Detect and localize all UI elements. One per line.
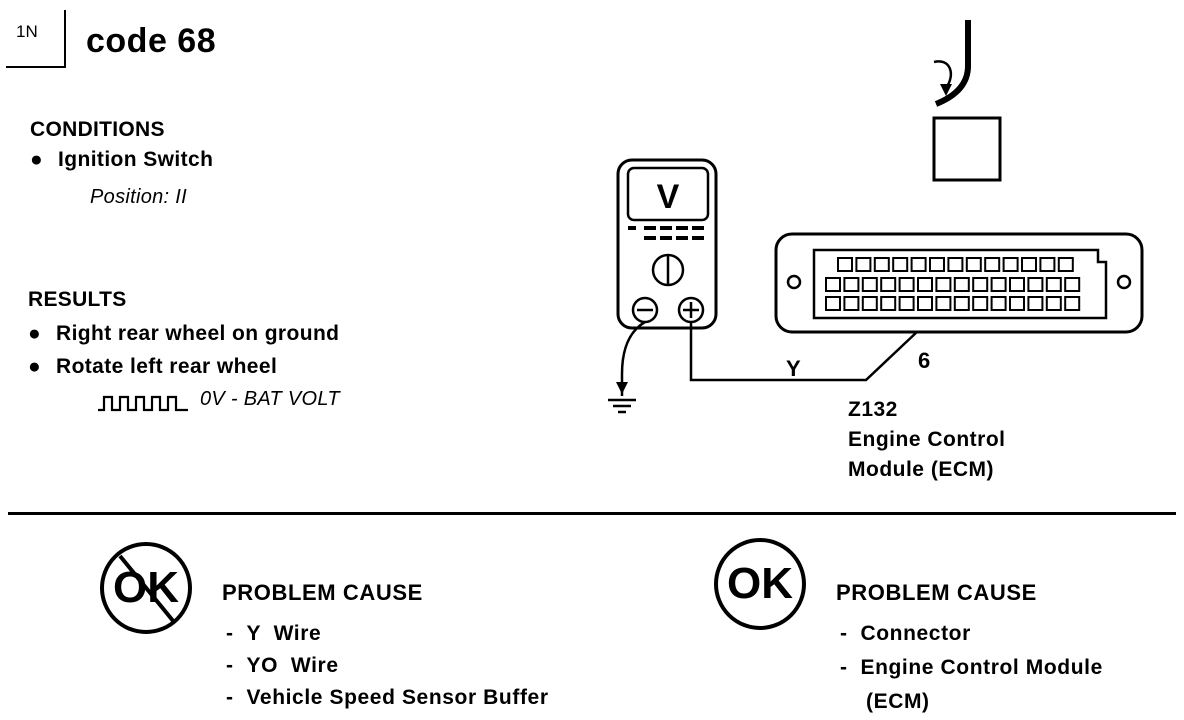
connector-pin	[825, 277, 841, 292]
connector-pin	[917, 277, 933, 292]
connector-pin	[935, 277, 952, 292]
component-name-line1: Engine Control	[848, 428, 1006, 451]
connector-pin	[880, 296, 897, 311]
connector-pin	[1002, 257, 1019, 272]
wire-color-label: Y	[786, 356, 801, 381]
plus-terminal-icon	[677, 296, 705, 324]
cause-item: - Vehicle Speed Sensor Buffer	[226, 686, 549, 709]
bullet-icon: ●	[28, 355, 42, 378]
bullet-icon: ●	[28, 322, 42, 345]
ground-icon	[608, 398, 636, 414]
connector-pin	[965, 257, 982, 272]
connector-pin	[825, 296, 841, 311]
connector-pin	[1027, 296, 1044, 311]
connector-pin	[855, 257, 872, 272]
condition-item: ● Ignition Switch	[30, 148, 213, 172]
step-number: 1N	[16, 22, 38, 41]
ok-label: OK	[727, 559, 793, 608]
dial-icon	[651, 253, 685, 287]
section-divider	[8, 512, 1176, 515]
conditions-heading: CONDITIONS	[30, 118, 165, 141]
result-item: ● Right rear wheel on ground	[28, 322, 339, 346]
result-item-label: Rotate left rear wheel	[56, 355, 278, 378]
strike-icon	[118, 554, 176, 624]
connector-pin	[929, 257, 945, 272]
cause-item-label: Engine Control Module	[860, 656, 1103, 679]
signal-range: 0V - BAT VOLT	[200, 388, 340, 410]
connector-pin	[990, 277, 1007, 292]
connector-pin	[1064, 296, 1081, 311]
minus-terminal-icon	[631, 296, 659, 324]
result-item: ● Rotate left rear wheel	[28, 355, 277, 379]
result-item-label: Right rear wheel on ground	[56, 322, 340, 345]
connector-pin	[1009, 296, 1025, 311]
problem-cause-heading: PROBLEM CAUSE	[222, 580, 423, 605]
connector-pin	[843, 296, 860, 311]
cause-item: - Y Wire	[226, 622, 322, 645]
connector-pin	[880, 277, 897, 292]
connector-pin	[861, 277, 878, 292]
connector-pin	[892, 257, 909, 272]
cause-item-label: Vehicle Speed Sensor Buffer	[246, 686, 549, 709]
condition-item-label: Ignition Switch	[58, 148, 214, 171]
connector-pin	[837, 257, 853, 272]
page-title: code 68	[86, 22, 217, 60]
component-id: Z132	[848, 398, 898, 421]
meter-label: V	[657, 178, 680, 216]
cause-item-label: Connector	[860, 622, 971, 645]
connector-pin	[898, 296, 915, 311]
results-heading: RESULTS	[28, 288, 127, 311]
connector-pin	[898, 277, 915, 292]
connector-pin	[972, 296, 989, 311]
connector-pin	[1064, 277, 1081, 292]
cause-item-label: (ECM)	[866, 690, 930, 713]
pin-number: 6	[918, 348, 930, 373]
connector-pin	[1057, 257, 1074, 272]
ecm-connector	[774, 232, 1144, 334]
component-name-line2: Module (ECM)	[848, 458, 994, 481]
cause-item: - Connector	[840, 622, 971, 645]
connector-pin	[1027, 277, 1044, 292]
connector-pin	[1021, 257, 1037, 272]
connector-pin	[953, 277, 970, 292]
connector-pin	[953, 296, 970, 311]
square-wave-icon	[98, 395, 188, 412]
connector-pin	[947, 257, 964, 272]
cause-item: - YO Wire	[226, 654, 339, 677]
cause-item-label: YO Wire	[246, 654, 339, 677]
connector-pin	[1009, 277, 1025, 292]
cause-item: - Engine Control Module	[840, 656, 1103, 679]
connector-pin	[910, 257, 927, 272]
connector-pin	[861, 296, 878, 311]
back-probe-icon	[932, 20, 1002, 182]
connector-pin	[935, 296, 952, 311]
connector-pin	[972, 277, 989, 292]
connector-pin	[990, 296, 1007, 311]
bullet-icon: ●	[30, 148, 44, 171]
ok-icon: OK	[714, 538, 806, 630]
condition-position: Position: II	[90, 186, 187, 208]
connector-pin	[917, 296, 933, 311]
connector-pin	[1045, 277, 1062, 292]
wiring-diagram: V	[608, 20, 1144, 414]
connector-pin	[1045, 296, 1062, 311]
connector-pin	[984, 257, 1001, 272]
multimeter: V	[616, 158, 718, 330]
problem-cause-heading: PROBLEM CAUSE	[836, 580, 1037, 605]
connector-pin	[1039, 257, 1056, 272]
cause-item-label: Y Wire	[246, 622, 322, 645]
connector-pin	[843, 277, 860, 292]
step-box	[6, 10, 66, 68]
connector-pin	[873, 257, 890, 272]
